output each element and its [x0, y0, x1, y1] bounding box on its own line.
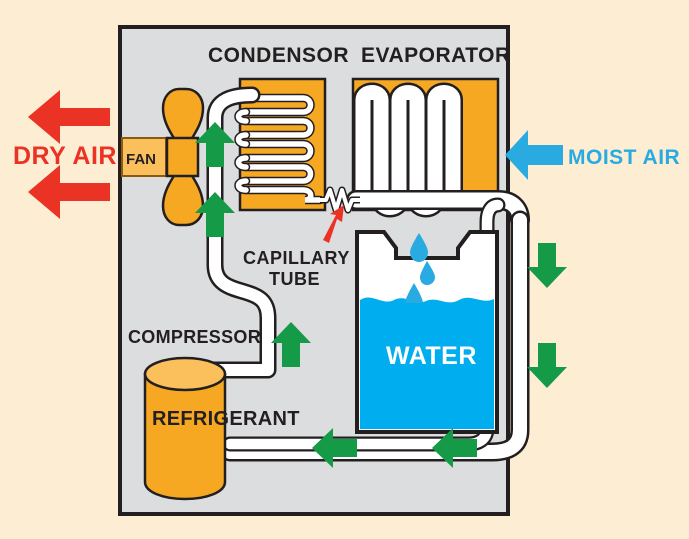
capillary-tube-label-line1: CAPILLARY [243, 248, 350, 268]
fan-label: FAN [126, 151, 156, 168]
fan-assembly: FAN [121, 87, 205, 227]
condensor-label: CONDENSOR [208, 44, 349, 67]
moist-air-label: MOIST AIR [568, 146, 680, 169]
refrigerant-pipe-right [220, 210, 530, 462]
water-droplet-1 [410, 233, 428, 262]
compressor-label: COMPRESSOR [128, 327, 261, 347]
refrigerant-label: REFRIGERANT [152, 408, 300, 430]
refrigerant-pipe-left [203, 86, 277, 379]
moist-air-arrow [505, 130, 563, 180]
evaporator-label: EVAPORATOR [361, 44, 511, 67]
dry-air-arrow-top [28, 90, 110, 144]
capillary-tube [320, 186, 360, 243]
water-droplet-2 [420, 261, 435, 285]
water-label: WATER [386, 342, 477, 370]
fan-hub [165, 136, 200, 178]
water-tank: WATER [355, 230, 499, 434]
dry-air-arrow-bottom [28, 165, 110, 219]
cylinder-top [143, 356, 227, 392]
capillary-pointer-arrow [323, 205, 344, 243]
refrigerant-cylinder [143, 356, 227, 501]
capillary-tube-label-line2: TUBE [269, 269, 320, 289]
water-fill [360, 297, 494, 429]
water-splash [405, 283, 423, 303]
dry-air-label: DRY AIR [13, 142, 117, 170]
